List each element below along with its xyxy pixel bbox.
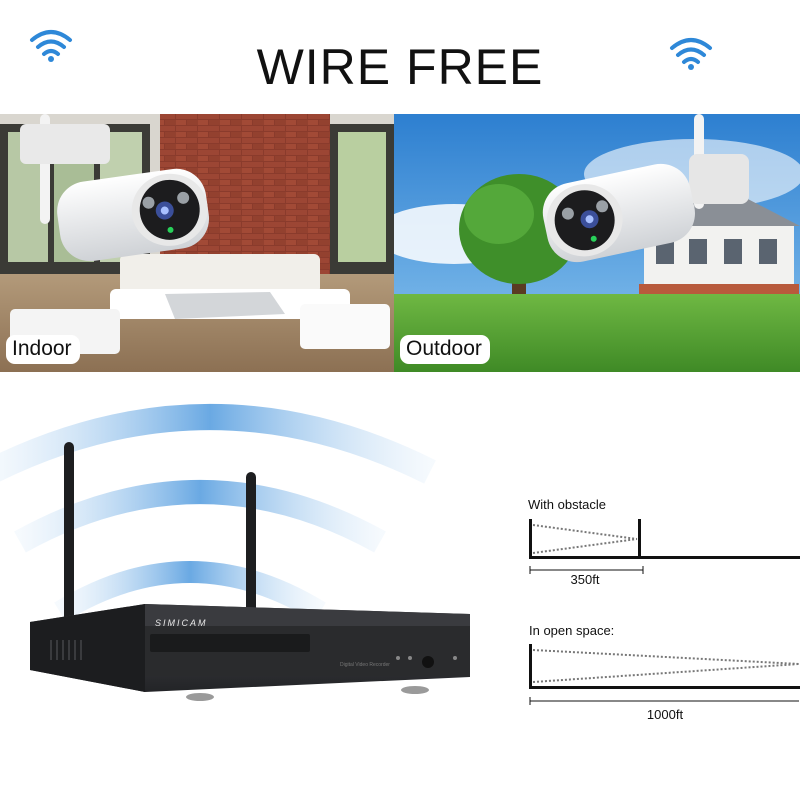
open-space-range-diagram <box>529 644 800 705</box>
obstacle-distance: 350ft <box>570 572 600 587</box>
nvr-subtitle: Digital Video Recorder <box>340 662 390 668</box>
page-title: WIRE FREE <box>256 39 544 95</box>
wifi-icon-right <box>670 38 712 70</box>
indoor-photo: Indoor <box>0 114 394 372</box>
outdoor-photo: Outdoor <box>394 114 800 372</box>
obstacle-range-diagram <box>529 519 800 574</box>
obstacle-caption: With obstacle <box>528 497 607 512</box>
indoor-label: Indoor <box>6 335 80 364</box>
open-space-caption: In open space: <box>529 623 615 638</box>
wifi-icon-left <box>30 30 72 62</box>
nvr-brand: SIMICAM <box>155 618 208 628</box>
outdoor-label: Outdoor <box>400 335 490 364</box>
nvr-illustration: SIMICAM Digital Video Recorder <box>0 404 470 701</box>
open-space-distance: 1000ft <box>646 707 684 722</box>
